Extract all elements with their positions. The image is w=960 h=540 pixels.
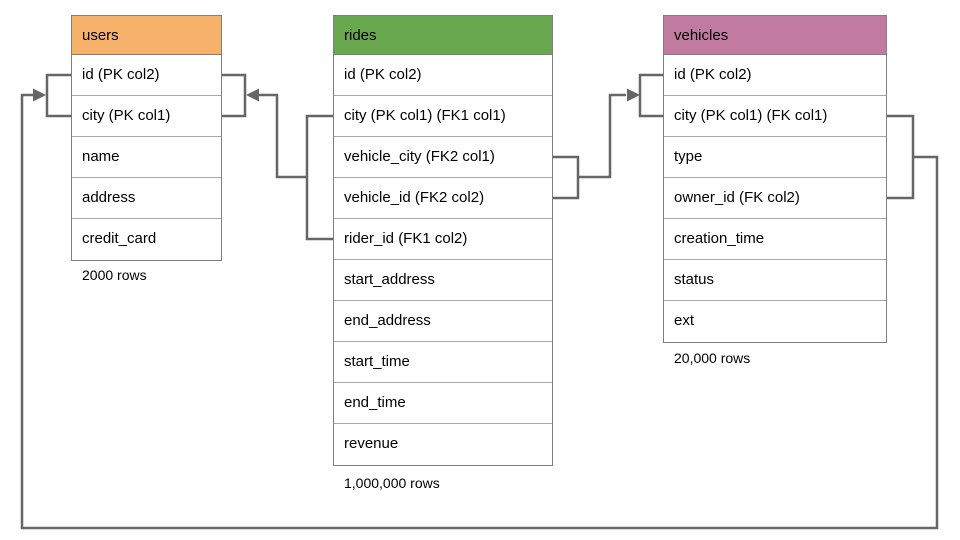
table-users: users id (PK col2) city (PK col1) name a… <box>71 15 222 261</box>
table-vehicles: vehicles id (PK col2) city (PK col1) (FK… <box>663 15 887 343</box>
table-vehicles-row-status: status <box>664 260 886 301</box>
table-rides-row-city: city (PK col1) (FK1 col1) <box>334 96 552 137</box>
table-rides-row-start-time: start_time <box>334 342 552 383</box>
fk-bracket-users-right <box>222 73 247 118</box>
table-rides-row-end-address: end_address <box>334 301 552 342</box>
table-users-row-credit-card: credit_card <box>72 219 221 260</box>
table-vehicles-row-creation-time: creation_time <box>664 219 886 260</box>
fk-bracket-vehicles-right <box>887 114 915 200</box>
table-vehicles-header: vehicles <box>664 16 886 55</box>
table-rides-row-rider-id: rider_id (FK1 col2) <box>334 219 552 260</box>
fk-bracket-rides-left <box>305 114 333 241</box>
table-rides-row-vehicle-id: vehicle_id (FK2 col2) <box>334 178 552 219</box>
row-count-vehicles: 20,000 rows <box>674 350 751 366</box>
table-rides-row-start-address: start_address <box>334 260 552 301</box>
table-users-header: users <box>72 16 221 55</box>
table-rides-row-revenue: revenue <box>334 424 552 465</box>
arrowhead-vehicles-users <box>33 88 46 102</box>
table-rides-row-id: id (PK col2) <box>334 55 552 96</box>
fk-bracket-rides-right <box>553 155 580 200</box>
table-rides-header: rides <box>334 16 552 55</box>
table-users-row-id: id (PK col2) <box>72 55 221 96</box>
fk-bracket-vehicles-left <box>638 73 663 118</box>
row-count-rides: 1,000,000 rows <box>344 475 440 491</box>
relationship-line-rides-vehicles <box>578 93 626 179</box>
table-users-row-name: name <box>72 137 221 178</box>
row-count-users: 2000 rows <box>82 267 147 283</box>
table-vehicles-row-owner-id: owner_id (FK col2) <box>664 178 886 219</box>
table-users-row-city: city (PK col1) <box>72 96 221 137</box>
arrowhead-rides-vehicles <box>627 88 640 102</box>
table-rides: rides id (PK col2) city (PK col1) (FK1 c… <box>333 15 553 466</box>
table-vehicles-row-id: id (PK col2) <box>664 55 886 96</box>
table-rides-row-vehicle-city: vehicle_city (FK2 col1) <box>334 137 552 178</box>
table-rides-row-end-time: end_time <box>334 383 552 424</box>
table-vehicles-row-ext: ext <box>664 301 886 342</box>
relationship-line-rides-users <box>249 93 307 179</box>
fk-bracket-users-left <box>45 73 71 118</box>
table-users-row-address: address <box>72 178 221 219</box>
arrowhead-rides-users <box>246 88 259 102</box>
table-vehicles-row-type: type <box>664 137 886 178</box>
table-vehicles-row-city: city (PK col1) (FK col1) <box>664 96 886 137</box>
